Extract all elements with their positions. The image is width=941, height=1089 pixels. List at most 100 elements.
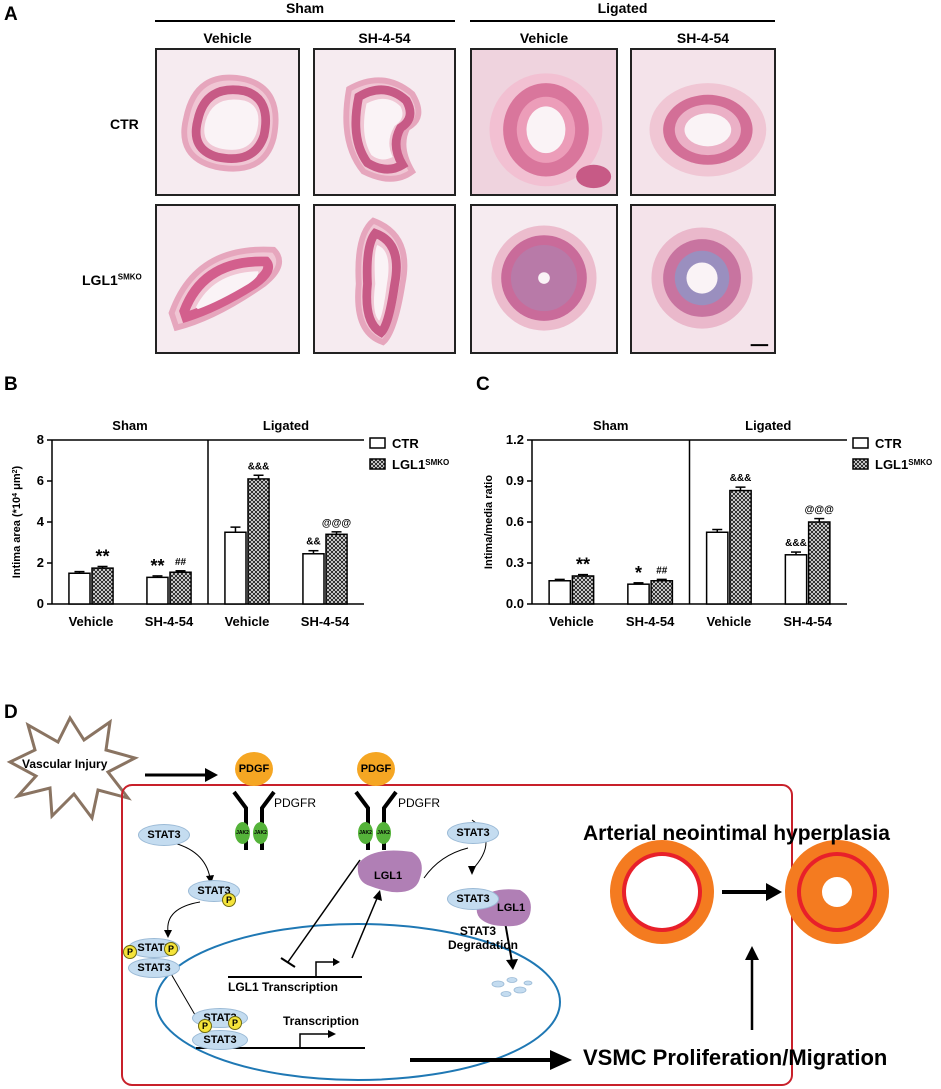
- header-sham-line: [155, 20, 455, 22]
- y-tick-label: 0.9: [506, 473, 524, 488]
- stat3-free: STAT3: [138, 824, 190, 846]
- jak2-1a: JAK2: [235, 822, 250, 844]
- y-tick-label: 0.0: [506, 596, 524, 611]
- legend-text: CTR: [875, 436, 902, 451]
- bar-lgl1-smko: [169, 571, 192, 605]
- hyperplasia-title: Arterial neointimal hyperplasia: [583, 822, 890, 845]
- col-drug-ligated: SH-4-54: [676, 30, 730, 46]
- pdgf-ligand-1: PDGF: [235, 752, 273, 786]
- header-ligated-line: [470, 20, 775, 22]
- significance-annotation: **: [576, 555, 590, 575]
- significance-annotation: ##: [656, 565, 668, 576]
- legend-label-ctr: CTR: [392, 436, 419, 451]
- bar-lgl1-smko: [325, 533, 348, 605]
- ylabel-part: Intima area (*10: [11, 497, 23, 578]
- bar-ctr: [784, 554, 808, 605]
- legend-text: CTR: [392, 436, 419, 451]
- row-label-ko: LGL1SMKO: [82, 272, 142, 288]
- lgl1-bound-label: LGL1: [497, 902, 526, 914]
- bar-ctr: [548, 580, 572, 605]
- jak2-2a: JAK2: [358, 822, 373, 844]
- legend-sup: SMKO: [425, 458, 449, 467]
- header-sham: Sham: [285, 0, 325, 16]
- significance-annotation: @@@: [322, 518, 352, 529]
- bar-ctr: [146, 576, 169, 605]
- histology-ctr-ligated-drug: [630, 48, 776, 196]
- legend-label-ctr: CTR: [875, 436, 902, 451]
- lgl1-free-label: LGL1: [374, 870, 403, 882]
- x-tick-label: Vehicle: [225, 614, 270, 629]
- significance-annotation: **: [150, 556, 164, 576]
- group-label: Sham: [112, 418, 147, 433]
- ylabel-sup: 2: [12, 469, 19, 473]
- jak2-2b: JAK2: [376, 822, 391, 844]
- legend-swatch-ctr: [852, 437, 869, 449]
- vsmc-label: VSMC Proliferation/Migration: [583, 1045, 888, 1070]
- group-label: Sham: [593, 418, 628, 433]
- significance-annotation: &&&: [785, 538, 807, 549]
- transcription-label: Transcription: [283, 1014, 360, 1028]
- bar-ctr: [302, 553, 325, 605]
- pdgf-ligand-2: PDGF: [357, 752, 395, 786]
- ylabel-sup: 4: [12, 493, 19, 497]
- significance-annotation: **: [96, 546, 110, 566]
- col-vehicle-ligated: Vehicle: [519, 30, 569, 46]
- legend-text: LGL1: [875, 457, 908, 472]
- legend-label-lgl1: LGL1SMKO: [392, 457, 449, 472]
- lgl1-transcription-label: LGL1 Transcription: [228, 980, 339, 994]
- significance-annotation: &&: [306, 537, 320, 548]
- y-tick-label: 6: [37, 473, 44, 488]
- y-tick-label: 2: [37, 555, 44, 570]
- col-drug-sham: SH-4-54: [358, 30, 411, 46]
- stat3-dimer-bottom: STAT3: [128, 958, 180, 978]
- jak2-1b: JAK2: [253, 822, 268, 844]
- bar-ctr: [705, 531, 729, 605]
- x-tick-label: SH-4-54: [301, 614, 350, 629]
- y-tick-label: 0.3: [506, 555, 524, 570]
- y-tick-label: 0.6: [506, 514, 524, 529]
- significance-annotation: *: [635, 563, 642, 583]
- y-tick-label: 8: [37, 432, 44, 447]
- x-tick-label: Vehicle: [706, 614, 751, 629]
- bar-lgl1-smko: [91, 567, 114, 605]
- significance-annotation: &&&: [730, 473, 752, 484]
- panel-b-label: B: [4, 374, 18, 395]
- panel-a-label: A: [4, 4, 18, 25]
- stat3-cytosolic: STAT3: [447, 822, 499, 844]
- vascular-injury-label: Vascular Injury: [22, 757, 108, 771]
- legend-swatch-lgl1: [852, 458, 869, 470]
- phospho-3: P: [164, 942, 178, 956]
- phospho-4: P: [198, 1019, 212, 1033]
- x-tick-label: Vehicle: [549, 614, 594, 629]
- bar-lgl1-smko: [650, 580, 674, 605]
- phospho-2: P: [123, 945, 137, 959]
- x-tick-label: SH-4-54: [783, 614, 832, 629]
- panel-c-label: C: [476, 374, 490, 395]
- col-vehicle-sham: Vehicle: [203, 30, 252, 46]
- histology-ctr-ligated-vehicle: [470, 48, 618, 196]
- y-tick-label: 1.2: [506, 432, 524, 447]
- x-tick-label: Vehicle: [69, 614, 114, 629]
- legend-swatch-ctr: [369, 437, 386, 449]
- bar-lgl1-smko: [571, 575, 595, 605]
- histology-ctr-sham-vehicle: [155, 48, 300, 196]
- significance-annotation: @@@: [805, 505, 835, 516]
- y-tick-label: 0: [37, 596, 44, 611]
- legend-text: LGL1: [392, 457, 425, 472]
- histology-ko-sham-drug: [313, 204, 456, 354]
- significance-annotation: &&&: [248, 461, 270, 472]
- histology-ko-ligated-vehicle: [470, 204, 618, 354]
- header-ligated: Ligated: [597, 0, 648, 16]
- phospho-1: P: [222, 893, 236, 907]
- pathway-diagram-shapes: [6, 714, 889, 1086]
- group-label: Ligated: [263, 418, 309, 433]
- bar-lgl1-smko: [247, 478, 270, 605]
- histology-ko-sham-vehicle: [155, 204, 300, 354]
- legend-sup: SMKO: [908, 458, 932, 467]
- ylabel-part: μm: [11, 473, 23, 493]
- y-axis-label: Intima/media ratio: [483, 475, 495, 569]
- group-label: Ligated: [745, 418, 791, 433]
